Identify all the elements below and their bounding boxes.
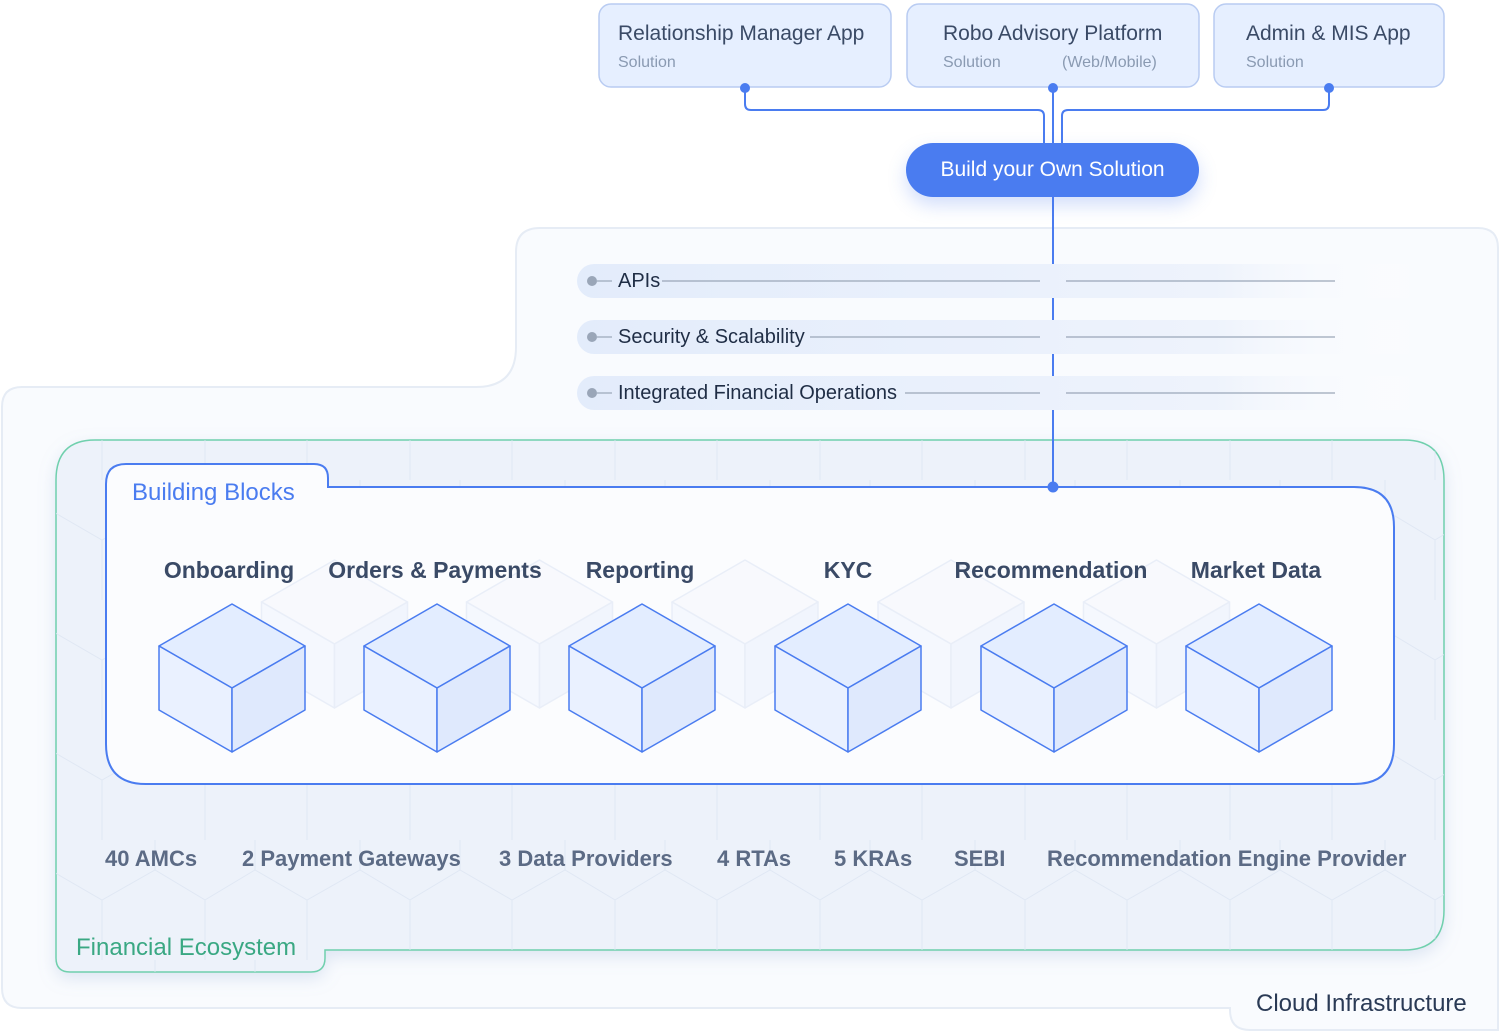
layer-label-security: Security & Scalability <box>618 326 805 348</box>
layer-label-financial-operations: Integrated Financial Operations <box>618 382 898 404</box>
layer-bars <box>577 264 1427 410</box>
cloud-infrastructure-title: Cloud Infrastructure <box>1256 990 1467 1017</box>
ecosystem-item-rtas: 4 RTAs <box>717 846 792 871</box>
ecosystem-item-payment-gateways: 2 Payment Gateways <box>242 846 461 871</box>
cube-2 <box>363 603 511 753</box>
block-label-recommendation: Recommendation <box>954 557 1148 583</box>
ecosystem-item-data-providers: 3 Data Providers <box>499 846 673 871</box>
ecosystem-item-sebi: SEBI <box>954 846 1006 871</box>
solution-note-robo-advisory: (Web/Mobile) <box>1062 54 1157 71</box>
ecosystem-item-amcs: 40 AMCs <box>105 846 198 871</box>
solution-title-relationship-manager: Relationship Manager App <box>618 22 865 45</box>
block-label-orders-payments: Orders & Payments <box>328 557 542 583</box>
cube-3 <box>568 603 716 753</box>
cube-6 <box>1185 603 1333 753</box>
solution-title-admin-mis: Admin & MIS App <box>1246 22 1411 45</box>
solution-subtitle-robo-advisory: Solution <box>943 54 1001 71</box>
ecosystem-item-kras: 5 KRAs <box>834 846 913 871</box>
solution-title-robo-advisory: Robo Advisory Platform <box>943 22 1163 45</box>
block-label-market-data: Market Data <box>1190 557 1322 583</box>
cube-5 <box>980 603 1128 753</box>
block-label-kyc: KYC <box>823 557 873 583</box>
building-block-cubes <box>158 559 1333 753</box>
ecosystem-item-recommendation-engine: Recommendation Engine Provider <box>1047 846 1407 871</box>
building-blocks-title: Building Blocks <box>132 479 295 506</box>
cube-1 <box>158 603 306 753</box>
cube-4 <box>774 603 922 753</box>
build-own-solution-button[interactable]: Build your Own Solution <box>906 143 1199 197</box>
layer-label-apis: APIs <box>618 270 661 292</box>
block-label-onboarding: Onboarding <box>163 557 295 583</box>
solution-subtitle-admin-mis: Solution <box>1246 54 1304 71</box>
financial-ecosystem-title: Financial Ecosystem <box>76 934 297 961</box>
block-label-reporting: Reporting <box>585 557 695 583</box>
solution-subtitle-relationship-manager: Solution <box>618 54 676 71</box>
